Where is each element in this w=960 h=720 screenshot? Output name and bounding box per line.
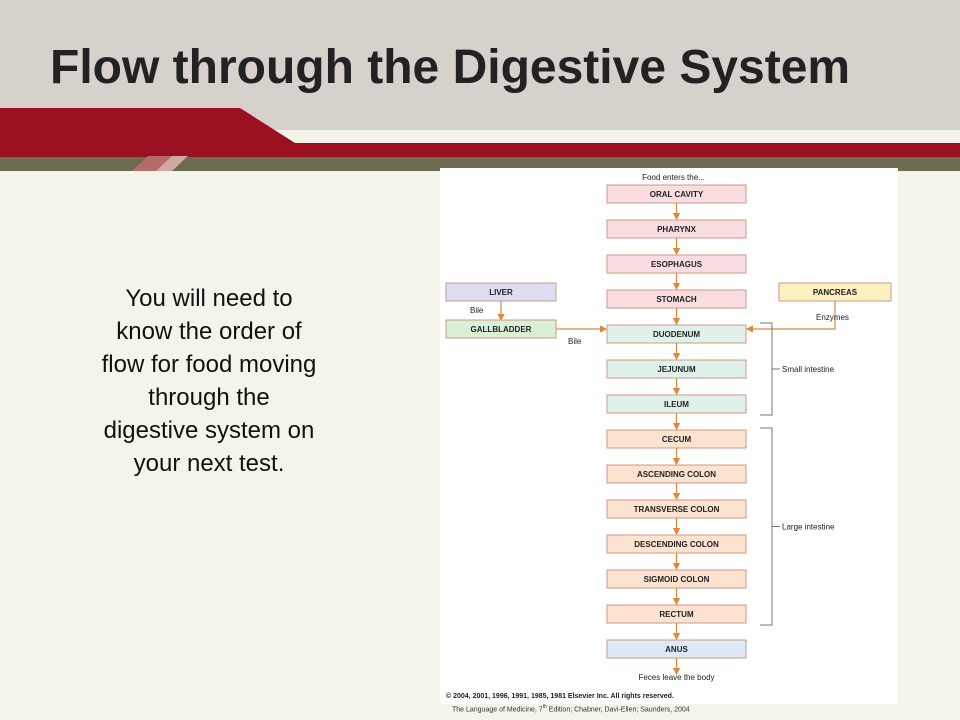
bile-label-liver: Bile: [470, 306, 484, 315]
organ-label-rectum: RECTUM: [659, 610, 694, 619]
citation: The Language of Medicine, 7th Edition; C…: [452, 704, 690, 713]
small-intestine-label: Small intestine: [782, 365, 835, 374]
digestive-flow-diagram: Food enters the... ORAL CAVITY PHARYNX ESOP…: [440, 168, 898, 704]
organ-label-duodenum: DUODENUM: [653, 330, 700, 339]
flow-end-label: Feces leave the body: [638, 673, 714, 682]
organ-label-ileum: ILEUM: [664, 400, 689, 409]
organ-label-pharynx: PHARYNX: [657, 225, 696, 234]
organ-label-esophagus: ESOPHAGUS: [651, 260, 703, 269]
organ-label-anus: ANUS: [665, 645, 688, 654]
organ-label-descending-colon: DESCENDING COLON: [634, 540, 719, 549]
organ-label-cecum: CECUM: [662, 435, 692, 444]
title-banner: [0, 0, 960, 180]
flow-chart-svg: Food enters the... ORAL CAVITY PHARYNX ESOP…: [445, 173, 892, 700]
large-intestine-label: Large intestine: [782, 523, 835, 532]
citation-superscript: th: [542, 704, 547, 710]
organ-label-sigmoid-colon: SIGMOID COLON: [644, 575, 710, 584]
organ-label-gallbladder: GALLBLADDER: [471, 325, 532, 334]
citation-prefix: The Language of Medicine, 7: [452, 706, 543, 714]
organ-label-liver: LIVER: [489, 288, 513, 297]
organ-label-transverse-colon: TRANSVERSE COLON: [634, 505, 720, 514]
citation-suffix: Edition; Chabner, Davi-Ellen; Saunders, …: [546, 706, 690, 714]
organ-label-ascending-colon: ASCENDING COLON: [637, 470, 716, 479]
enzymes-label: Enzymes: [816, 313, 849, 322]
organ-label-oral-cavity: ORAL CAVITY: [650, 190, 704, 199]
large-intestine-bracket: [760, 427, 773, 626]
enzyme-arrow-pancreas: [745, 301, 836, 333]
organ-label-stomach: STOMACH: [656, 295, 697, 304]
bile-label-gallbladder: Bile: [568, 337, 582, 346]
slide-title: Flow through the Digestive System: [50, 41, 851, 94]
small-intestine-bracket: [760, 322, 773, 416]
organ-label-jejunum: JEJUNUM: [657, 365, 696, 374]
figure-copyright: © 2004, 2001, 1996, 1991, 1985, 1981 Els…: [446, 692, 674, 700]
organ-label-pancreas: PANCREAS: [813, 288, 858, 297]
instruction-text: You will need to know the order of flow …: [101, 285, 317, 477]
flow-start-label: Food enters the...: [642, 173, 705, 182]
